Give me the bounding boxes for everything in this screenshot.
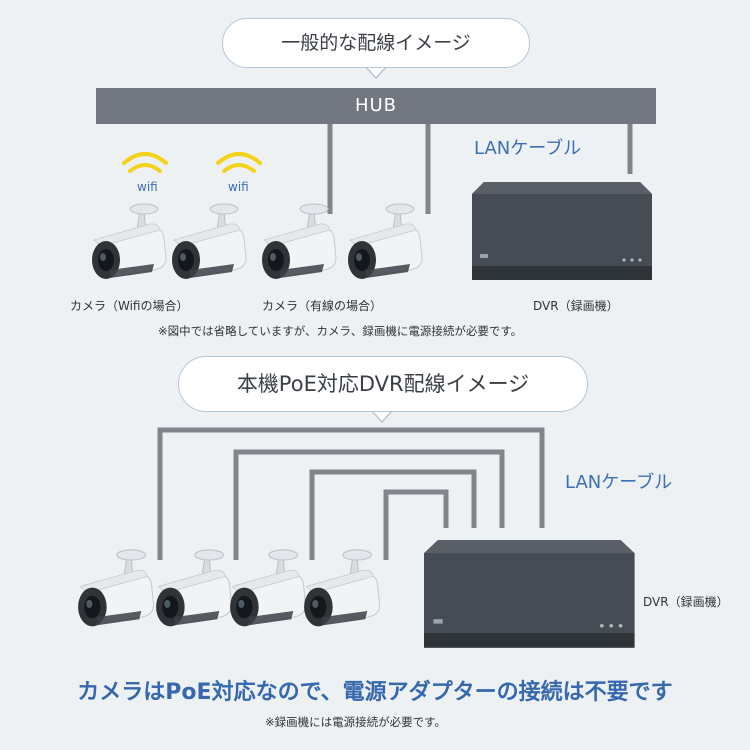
- poe-camera-1: [77, 549, 155, 627]
- poe-wiring-title: 本機PoE対応DVR配線イメージ: [178, 356, 588, 412]
- power-note-bottom: ※録画機には電源接続が必要です。: [265, 715, 446, 729]
- wifi-camera-2: [171, 203, 247, 280]
- camera-wired-caption: カメラ（有線の場合）: [262, 299, 383, 313]
- lan-cables-poe: [157, 427, 545, 560]
- wired-camera-2: [347, 203, 423, 280]
- poe-camera-4: [303, 549, 381, 627]
- dvr-caption-bottom: DVR（録画機）: [643, 595, 729, 609]
- poe-headline: カメラはPoE対応なので、電源アダプターの接続は不要です: [77, 680, 673, 705]
- poe-camera-2: [155, 549, 233, 627]
- wired-camera-1: [261, 203, 337, 280]
- dvr-device-bottom: [424, 540, 635, 648]
- wifi-label-1: wifi: [137, 180, 158, 194]
- general-wiring-title: 一般的な配線イメージ: [222, 18, 530, 68]
- wifi-camera-1: [91, 203, 167, 280]
- wifi-label-2: wifi: [228, 180, 249, 194]
- lan-cable-label-bottom: LANケーブル: [565, 472, 673, 493]
- wifi-signal-icon: [122, 152, 262, 173]
- power-note-top: ※図中では省略していますが、カメラ、録画機に電源接続が必要です。: [158, 324, 523, 338]
- hub-bar: HUB: [96, 88, 656, 124]
- poe-camera-3: [229, 549, 307, 627]
- camera-wifi-caption: カメラ（Wifiの場合）: [70, 299, 189, 313]
- dvr-device-top: [472, 182, 652, 280]
- lan-cable-label-top: LANケーブル: [474, 138, 582, 159]
- dvr-caption-top: DVR（録画機）: [533, 299, 619, 313]
